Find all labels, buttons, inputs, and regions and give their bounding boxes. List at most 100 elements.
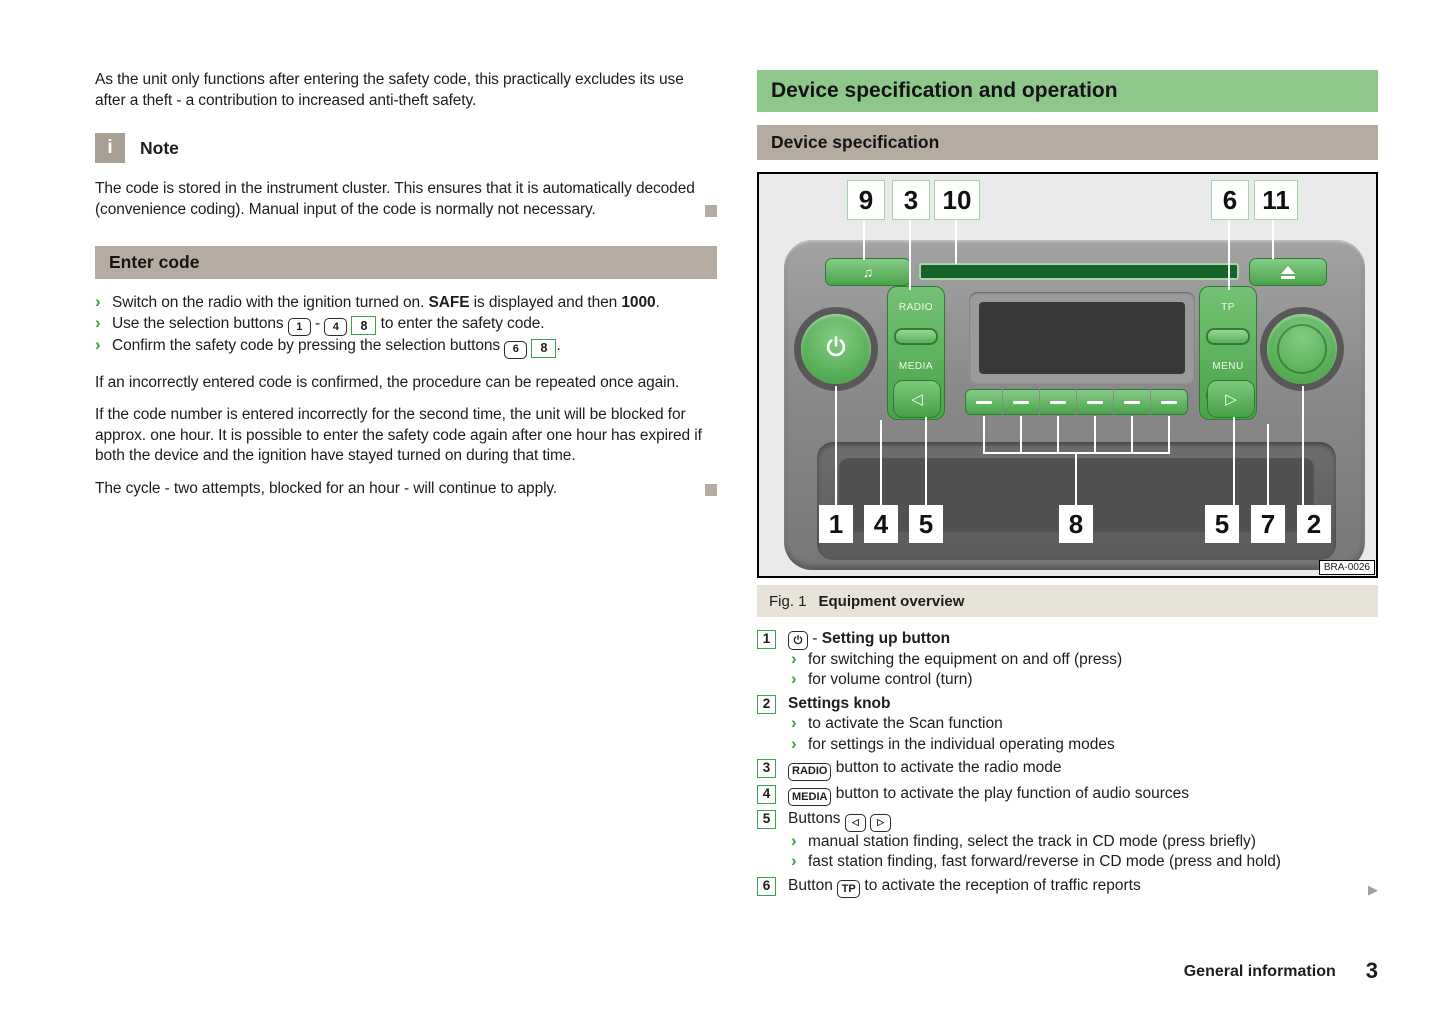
settings-knob bbox=[1267, 314, 1337, 384]
paragraph-end-marker bbox=[705, 484, 717, 496]
callout-11: 11 bbox=[1254, 180, 1298, 220]
page-ref-box: 8 bbox=[531, 338, 557, 358]
callout-9: 9 bbox=[847, 180, 885, 220]
bullet-arrow-icon: › bbox=[95, 312, 101, 332]
bullet-arrow-icon: › bbox=[95, 335, 101, 354]
knob-ring bbox=[1277, 324, 1327, 374]
continuation-arrow-icon: ▶ bbox=[1368, 881, 1378, 897]
bullet-arrow-icon: › bbox=[791, 733, 797, 753]
selection-button bbox=[1151, 389, 1188, 415]
callout-4: 4 bbox=[864, 505, 898, 543]
figure-caption: Fig. 1 Equipment overview bbox=[757, 585, 1378, 617]
legend-marker-2: 2 bbox=[757, 694, 776, 714]
bullet-arrow-icon: › bbox=[791, 713, 797, 732]
intro-paragraph: As the unit only functions after enterin… bbox=[95, 71, 684, 109]
paragraph: If an incorrectly entered code is confir… bbox=[95, 373, 680, 391]
cd-slot bbox=[919, 263, 1239, 280]
callout-10: 10 bbox=[934, 180, 980, 220]
step-item: ›Use the selection buttons 1 - 4 8 to en… bbox=[95, 312, 717, 336]
legend-item-3: 3 RADIO button to activate the radio mod… bbox=[757, 758, 1378, 781]
callout-line bbox=[1094, 416, 1096, 454]
selection-button bbox=[1077, 389, 1113, 415]
callout-line bbox=[835, 386, 837, 505]
step-item: ›Confirm the safety code by pressing the… bbox=[95, 335, 717, 359]
footer-section-title: General information bbox=[1183, 963, 1336, 980]
power-volume-knob bbox=[801, 314, 871, 384]
callout-line bbox=[983, 416, 985, 454]
left-triangle-icon: ◁ bbox=[911, 391, 923, 408]
note-title: Note bbox=[140, 137, 179, 158]
legend-item-4: 4 MEDIA button to activate the play func… bbox=[757, 784, 1378, 806]
tp-button bbox=[1206, 328, 1250, 346]
callout-line bbox=[1228, 218, 1230, 290]
radio-key-icon: RADIO bbox=[788, 762, 832, 781]
callout-line bbox=[1057, 416, 1059, 454]
figure-title: Equipment overview bbox=[818, 592, 965, 610]
left-arrow-key-icon: ◁ bbox=[844, 813, 866, 832]
legend-marker-5: 5 bbox=[757, 810, 776, 829]
callout-line bbox=[1267, 424, 1269, 505]
info-icon: i bbox=[95, 133, 125, 163]
page-ref-box: 8 bbox=[351, 316, 377, 336]
menu-button-label: MENU bbox=[1212, 360, 1244, 372]
display-screen bbox=[979, 302, 1185, 374]
section-header-device-specification: Device specification bbox=[757, 125, 1378, 160]
chapter-header: Device specification and operation bbox=[757, 70, 1378, 112]
bullet-arrow-icon: › bbox=[791, 830, 797, 850]
page-number: 3 bbox=[1365, 958, 1378, 983]
media-key-icon: MEDIA bbox=[788, 788, 832, 806]
music-note-icon: ♫ bbox=[862, 264, 874, 280]
legend-list: 1 - Setting up button ›for switching the… bbox=[757, 629, 1378, 898]
legend-marker-3: 3 bbox=[757, 759, 776, 778]
seek-left-button: ◁ bbox=[893, 380, 941, 418]
tp-button-label: TP bbox=[1221, 302, 1235, 314]
callout-line bbox=[1302, 386, 1304, 505]
legend-item-2: 2 Settings knob ›to activate the Scan fu… bbox=[757, 694, 1378, 756]
legend-item-6: 6 Button TP to activate the reception of… bbox=[757, 876, 1378, 898]
key-6-icon: 6 bbox=[504, 340, 528, 359]
legend-marker-1: 1 bbox=[757, 630, 776, 649]
selection-buttons bbox=[965, 389, 1188, 415]
legend-item-5: 5 Buttons ◁ ▷ ›manual station finding, s… bbox=[757, 809, 1378, 873]
paragraph: If the code number is entered incorrectl… bbox=[95, 406, 702, 464]
callout-6: 6 bbox=[1211, 180, 1249, 220]
paragraph-end-marker bbox=[705, 205, 717, 217]
power-key-icon bbox=[788, 630, 808, 650]
callout-8: 8 bbox=[1059, 505, 1093, 543]
page-footer: General information 3 bbox=[757, 958, 1378, 984]
enter-code-steps: ›Switch on the radio with the ignition t… bbox=[95, 292, 717, 359]
callout-5-right: 5 bbox=[1205, 505, 1239, 543]
callout-line bbox=[1168, 416, 1170, 454]
legend-marker-4: 4 bbox=[757, 784, 776, 804]
radio-button bbox=[894, 328, 938, 346]
callout-3: 3 bbox=[892, 180, 930, 220]
key-4-icon: 4 bbox=[324, 318, 348, 336]
bullet-arrow-icon: › bbox=[95, 292, 101, 311]
media-button-label: MEDIA bbox=[898, 360, 934, 372]
radio-button-label: RADIO bbox=[898, 302, 934, 314]
callout-line bbox=[1131, 416, 1133, 454]
power-icon bbox=[823, 334, 849, 365]
image-code: BRA-0026 bbox=[1318, 560, 1375, 575]
selection-button bbox=[1003, 389, 1039, 415]
left-column: As the unit only functions after enterin… bbox=[95, 70, 717, 499]
callout-line bbox=[863, 218, 865, 260]
step-item: ›Switch on the radio with the ignition t… bbox=[95, 292, 660, 311]
legend-item-1: 1 - Setting up button ›for switching the… bbox=[757, 629, 1378, 691]
callout-line bbox=[955, 218, 957, 264]
chapter-title: Device specification and operation bbox=[771, 79, 1118, 102]
selection-button bbox=[965, 389, 1002, 415]
selection-button bbox=[1114, 389, 1150, 415]
right-column: Device specification and operation Devic… bbox=[757, 70, 1378, 901]
callout-7: 7 bbox=[1251, 505, 1285, 543]
callout-2: 2 bbox=[1297, 505, 1331, 543]
section-header-enter-code: Enter code bbox=[95, 246, 717, 279]
figure-equipment-overview: ♫ RADIO MEDIA bbox=[757, 172, 1378, 578]
callout-line bbox=[1075, 452, 1077, 505]
music-source-button: ♫ bbox=[825, 258, 911, 286]
note-body: The code is stored in the instrument clu… bbox=[95, 179, 717, 220]
seek-right-button: ▷ bbox=[1207, 380, 1255, 418]
key-1-icon: 1 bbox=[287, 318, 311, 336]
right-arrow-key-icon: ▷ bbox=[870, 813, 892, 832]
callout-1: 1 bbox=[819, 505, 853, 543]
